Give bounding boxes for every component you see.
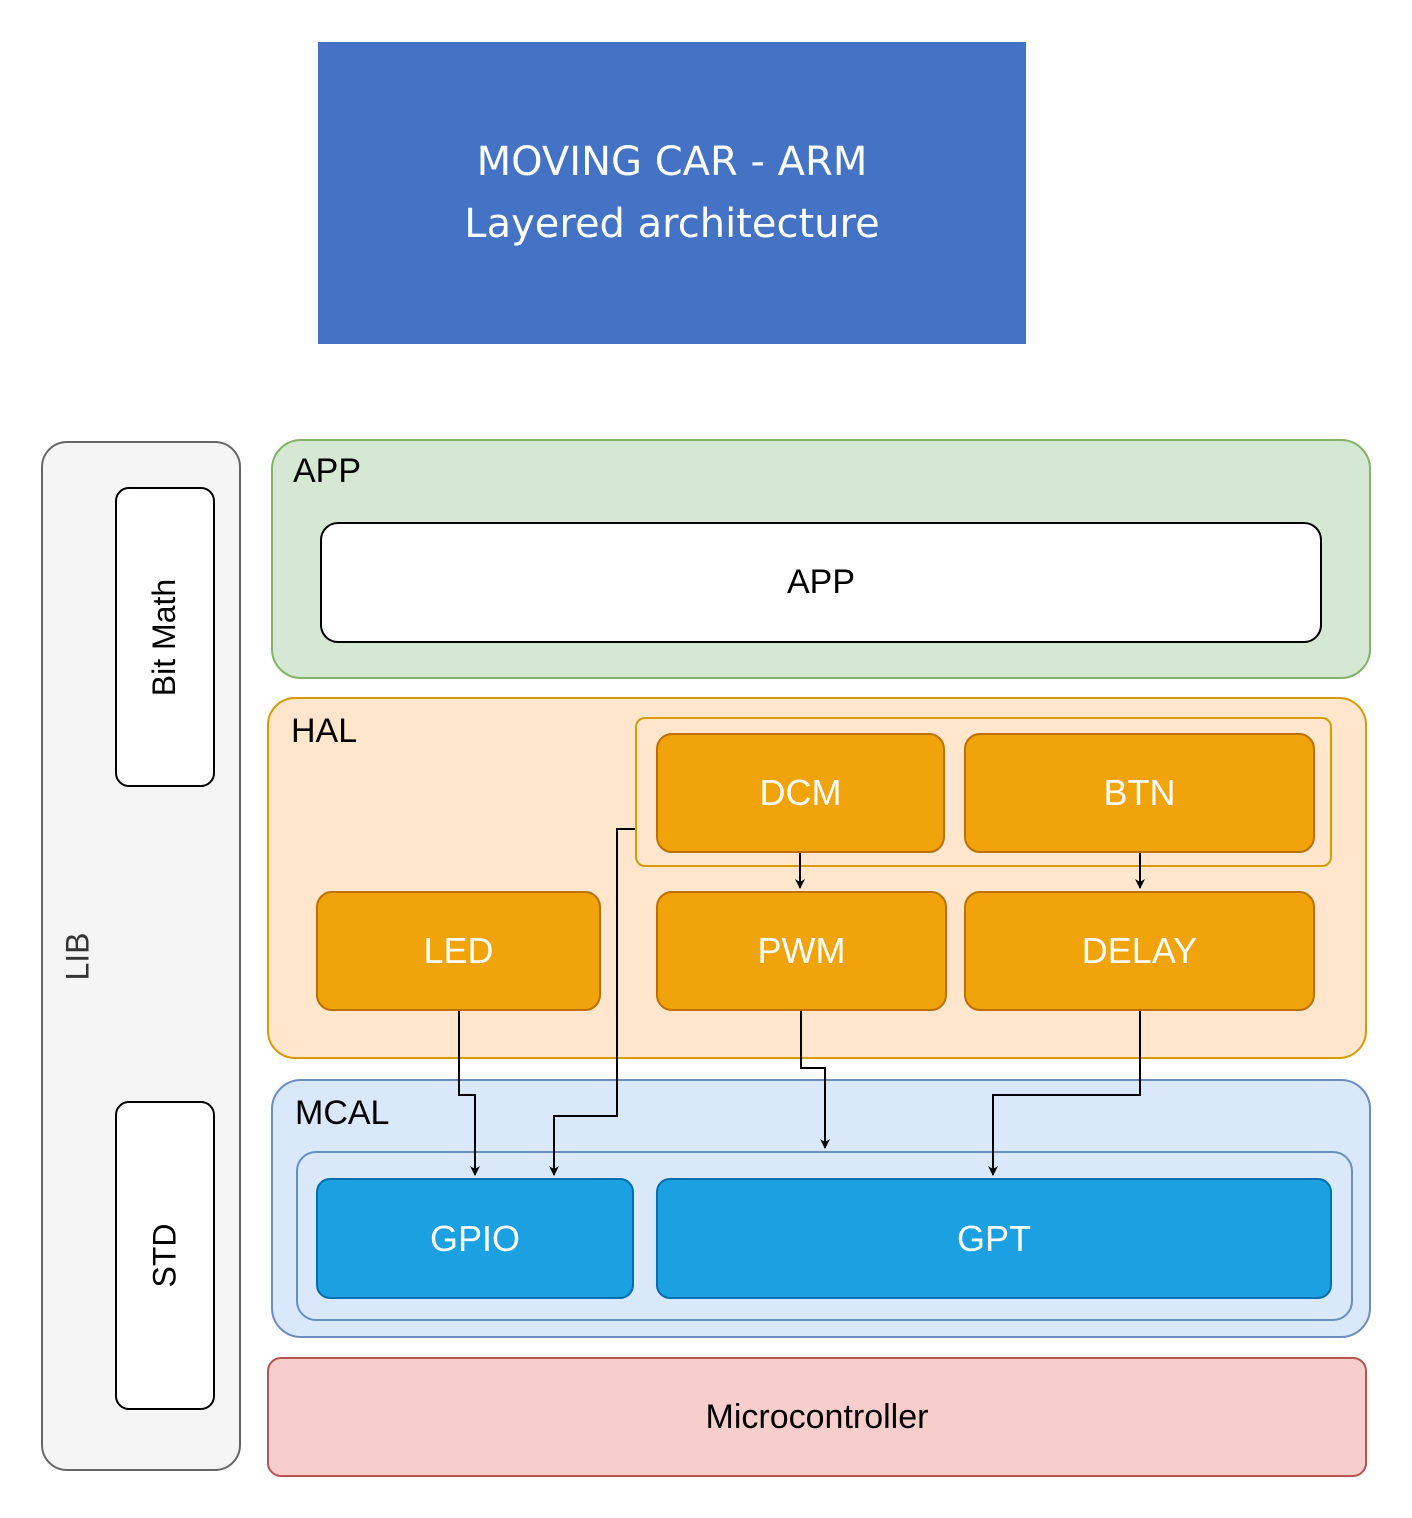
hal-module-pwm: PWM [656,891,947,1011]
title-line-1: MOVING CAR - ARM [476,139,868,185]
lib-item-std: STD [115,1101,215,1410]
hal-module-led-label: LED [423,930,494,971]
mcal-layer-label: MCAL [295,1094,390,1132]
lib-item-bit-math-label: Bit Math [146,578,183,696]
diagram-title: MOVING CAR - ARM Layered architecture [318,42,1026,344]
microcontroller-layer: Microcontroller [267,1357,1367,1477]
lib-item-bit-math: Bit Math [115,487,215,787]
mcal-module-gpio: GPIO [316,1178,634,1299]
hal-module-led: LED [316,891,601,1011]
mcal-module-group [296,1151,1353,1321]
lib-label-wrap: LIB [41,441,115,1471]
mcal-module-gpio-label: GPIO [429,1217,521,1259]
microcontroller-label: Microcontroller [705,1397,929,1436]
hal-module-btn: BTN [964,733,1315,853]
mcal-module-gpt-label: GPT [956,1217,1031,1259]
app-module: APP [320,522,1322,643]
title-line-2: Layered architecture [464,201,880,247]
hal-layer-label: HAL [291,712,358,750]
hal-module-delay: DELAY [964,891,1315,1011]
hal-module-dcm: DCM [656,733,945,853]
app-module-label: APP [786,563,856,601]
hal-dcm-btn-group [635,717,1332,867]
hal-module-pwm-label: PWM [757,930,846,971]
app-layer-label: APP [293,452,362,490]
hal-module-dcm-label: DCM [759,772,842,813]
lib-label: LIB [59,931,96,981]
mcal-module-gpt: GPT [656,1178,1332,1299]
hal-module-delay-label: DELAY [1081,930,1198,971]
hal-module-btn-label: BTN [1103,772,1176,813]
lib-item-std-label: STD [146,1223,183,1288]
